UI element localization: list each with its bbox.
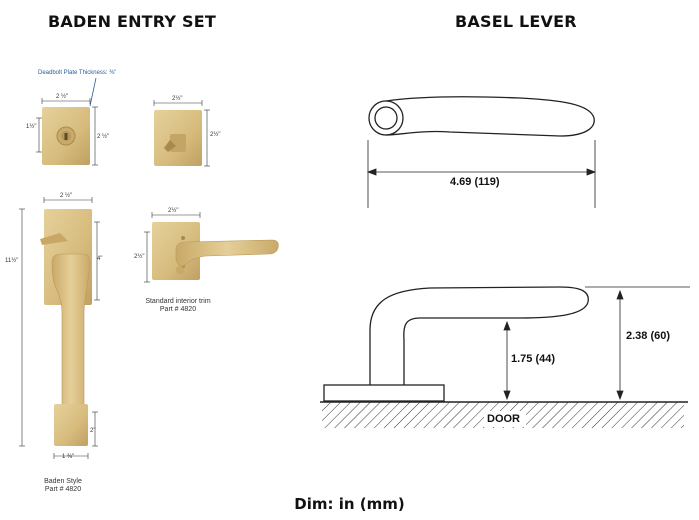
interior-caption: Standard interior trim Part # 4820 <box>138 298 218 314</box>
dim-lever-height: 2½" <box>134 254 145 260</box>
door-label: DOOR <box>487 413 520 425</box>
style-caption: Baden Style Part # 4820 <box>30 478 96 494</box>
lever-side-view <box>323 286 589 402</box>
basel-title: BASEL LEVER <box>455 12 577 31</box>
lever-top-view <box>368 96 595 137</box>
dim-grip-width: 2 ½" <box>60 193 73 199</box>
deadbolt-note: Deadbolt Plate Thickness: ⅜" <box>38 70 117 76</box>
dim-projection: 2.38 (60) <box>626 330 671 342</box>
dim-sq-height: 2½" <box>210 132 221 138</box>
dim-deadbolt-height: 2 ½" <box>97 134 110 140</box>
interior-trim-lever <box>152 222 279 280</box>
dim-clearance: 1.75 (44) <box>511 353 556 365</box>
style-caption-line2: Part # 4820 <box>44 486 82 493</box>
dim-grip-base-width: 1 ⅜" <box>62 454 75 460</box>
dim-grip-upper: 4" <box>97 256 103 262</box>
dim-lever-length: 4.69 (119) <box>450 176 500 188</box>
dim-deadbolt-width: 2 ½" <box>56 94 69 100</box>
baden-title: BADEN ENTRY SET <box>48 12 216 31</box>
dim-deadbolt-inner: 1½" <box>26 124 37 130</box>
interior-caption-line2: Part # 4820 <box>159 306 197 313</box>
entry-handleset <box>40 209 92 446</box>
door-surface <box>320 401 688 428</box>
interior-caption-line1: Standard interior trim <box>145 298 211 305</box>
units-footer: Dim: in (mm) <box>294 495 405 513</box>
style-caption-line1: Baden Style <box>44 478 82 485</box>
dim-grip-total: 11½" <box>5 258 19 264</box>
deadbolt-plate <box>42 107 90 165</box>
dim-grip-bottom: 2" <box>90 428 96 434</box>
dim-sq-width: 2½" <box>172 96 183 102</box>
dim-lever-width: 2½" <box>168 208 179 214</box>
deadbolt-note-arrow <box>89 77 97 107</box>
thumbturn-rose <box>154 110 202 166</box>
